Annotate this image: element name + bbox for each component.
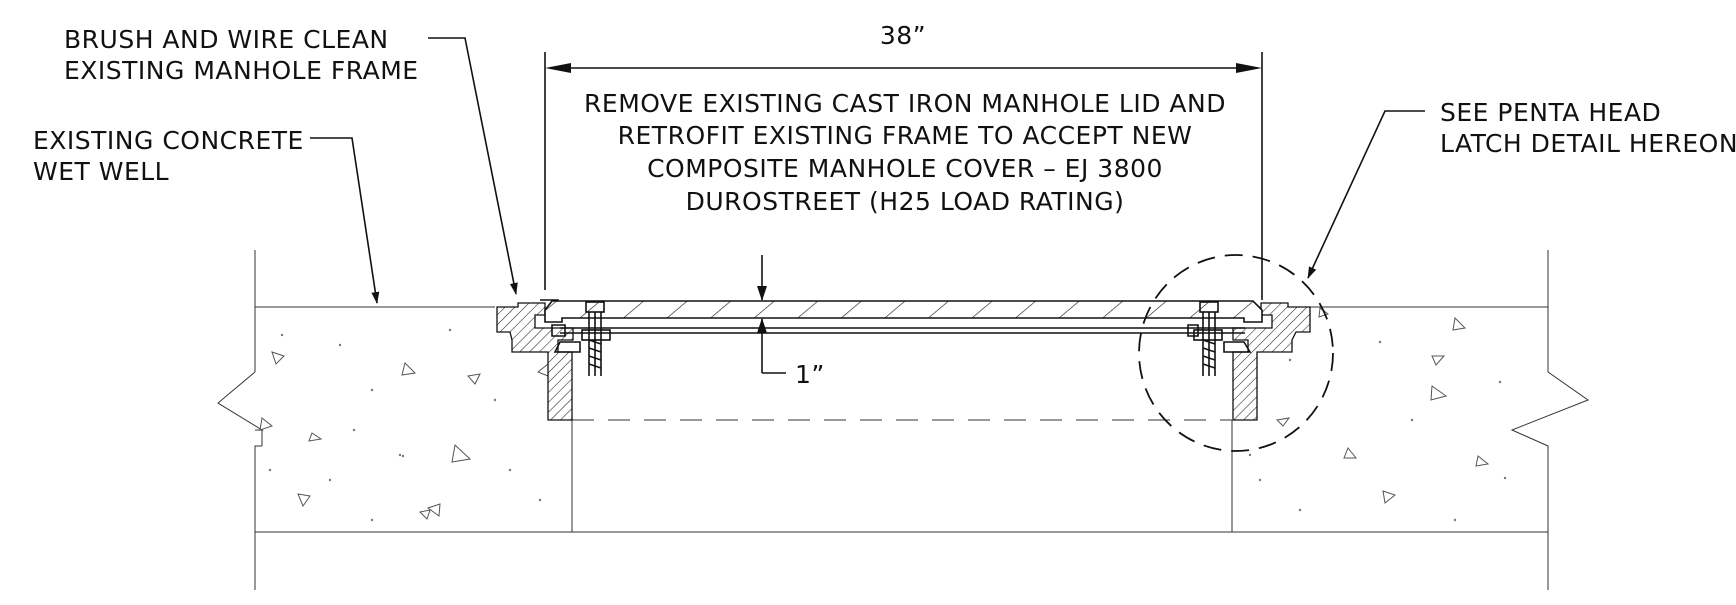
concrete-wet-well-callout: EXISTING CONCRETE WET WELL [33, 126, 380, 304]
manhole-frame-right [1232, 302, 1311, 421]
main-note: REMOVE EXISTING CAST IRON MANHOLE LID AN… [584, 89, 1226, 216]
main-note-line-4: DUROSTREET (H25 LOAD RATING) [686, 187, 1125, 216]
penta-head-line-2: LATCH DETAIL HEREON [1440, 129, 1736, 158]
penta-head-line-1: SEE PENTA HEAD [1440, 98, 1661, 127]
span-dimension-label: 38” [880, 21, 926, 50]
main-note-line-3: COMPOSITE MANHOLE COVER – EJ 3800 [647, 154, 1163, 183]
concrete-wet-well-right [1231, 250, 1590, 590]
main-note-line-2: RETROFIT EXISTING FRAME TO ACCEPT NEW [618, 121, 1193, 150]
span-dimension [544, 52, 1263, 300]
composite-manhole-cover [544, 300, 1263, 334]
brush-clean-line-2: EXISTING MANHOLE FRAME [64, 56, 419, 85]
concrete-line-1: EXISTING CONCRETE [33, 126, 304, 155]
aggregate-texture-right [1248, 307, 1507, 522]
concrete-line-2: WET WELL [33, 157, 169, 186]
latch-hardware-left [551, 301, 611, 376]
brush-clean-line-1: BRUSH AND WIRE CLEAN [64, 25, 389, 54]
lid-thickness-dimension [757, 255, 786, 374]
latch-detail-circle [1138, 254, 1334, 452]
main-note-line-1: REMOVE EXISTING CAST IRON MANHOLE LID AN… [584, 89, 1226, 118]
brush-clean-callout: BRUSH AND WIRE CLEAN EXISTING MANHOLE FR… [64, 25, 518, 295]
lid-thickness-label: 1” [795, 360, 825, 389]
latch-hardware-right [1187, 301, 1252, 376]
aggregate-texture-left [259, 328, 559, 522]
penta-head-callout: SEE PENTA HEAD LATCH DETAIL HEREON [1307, 98, 1736, 279]
hidden-frame-lines [572, 419, 1232, 533]
